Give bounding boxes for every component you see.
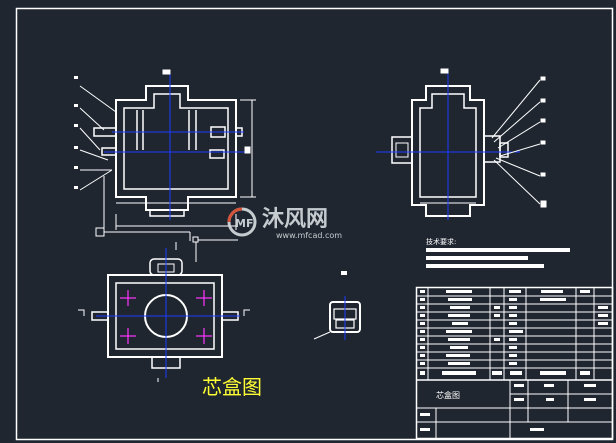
front-view-centerlines [104,72,248,220]
drawing-caption: 芯盒图 [202,375,262,399]
side-view-centerlines [376,72,520,220]
mf-logo-icon: MF [227,207,257,237]
watermark-url: www.mfcad.com [276,231,342,240]
top-view-centerlines [96,248,240,378]
parts-list-entries [420,290,608,375]
title-block-fills [420,384,596,431]
watermark: MF 沐风网 www.mfcad.com [227,207,342,240]
title-block [416,380,612,438]
front-view-dimensions [79,69,256,262]
watermark-brand: 沐风网 [262,207,328,232]
top-view-marks [78,309,250,382]
parts-list [415,286,614,440]
top-view-hole-marks [120,290,212,344]
technical-requirements: 技术要求: [426,237,570,268]
logo-letters: MF [235,217,253,230]
sheet-frame [15,7,614,441]
title-block-drawing-name: 芯盒图 [436,390,460,400]
side-view-leaders [440,68,547,208]
front-view-callout-marks [74,76,78,189]
tech-req-heading: 技术要求: [426,237,456,246]
front-view [93,85,243,217]
